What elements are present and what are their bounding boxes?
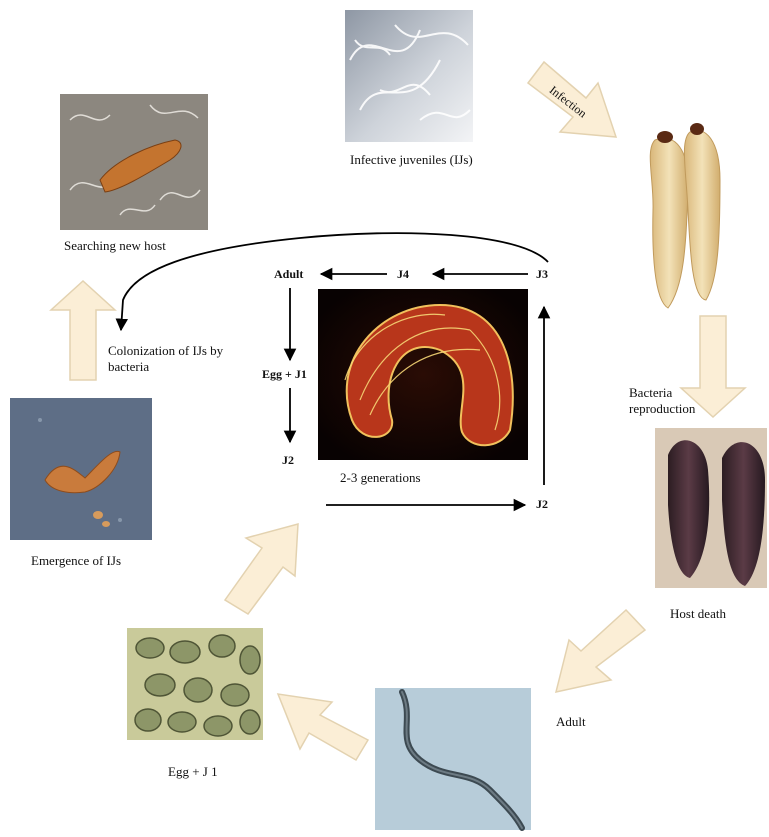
central-insect-photo <box>318 289 528 460</box>
stage-j4: J4 <box>397 267 409 282</box>
stage-j2-right: J2 <box>536 497 548 512</box>
emergence-up-arrow <box>51 281 115 380</box>
adult-to-egg-arrow <box>278 694 368 760</box>
infective-juveniles-label: Infective juveniles (IJs) <box>350 152 473 168</box>
stage-j2-left: J2 <box>282 453 294 468</box>
adult-outer-label: Adult <box>556 714 586 730</box>
colonization-label: Colonization of IJs by bacteria <box>108 343 238 375</box>
eggs-photo <box>127 628 263 740</box>
stage-egg-j1: Egg + J1 <box>262 367 307 382</box>
stage-adult: Adult <box>274 267 303 282</box>
healthy-larvae-photo <box>620 110 748 315</box>
bacteria-reproduction-label: Bacteria reproduction <box>629 385 709 417</box>
egg-outer-label: Egg + J 1 <box>168 764 218 780</box>
host-death-label: Host death <box>670 606 726 622</box>
searching-host-photo <box>60 94 208 230</box>
stage-j3: J3 <box>536 267 548 282</box>
egg-to-center-arrow <box>225 524 298 614</box>
emergence-photo <box>10 398 152 540</box>
infective-juveniles-photo <box>345 10 473 142</box>
searching-new-host-label: Searching new host <box>64 238 166 254</box>
dead-host-photo <box>655 428 767 588</box>
adult-nematode-photo <box>375 688 531 830</box>
host-death-arrow <box>556 610 645 692</box>
emergence-label: Emergence of IJs <box>31 553 121 569</box>
generations-label: 2-3 generations <box>340 470 421 486</box>
